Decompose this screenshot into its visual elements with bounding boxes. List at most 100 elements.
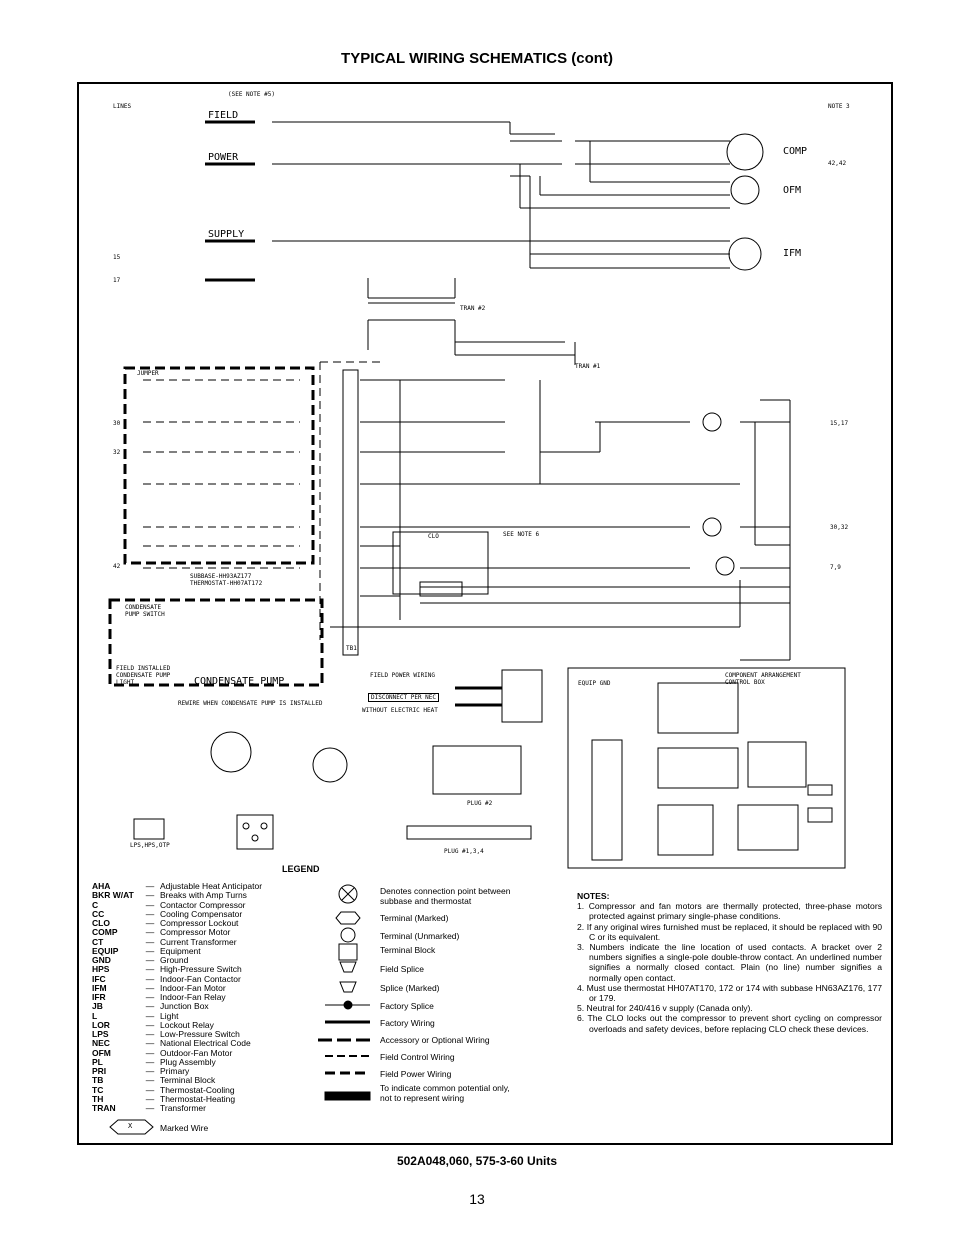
legend-abbr: CC [92,908,105,919]
legend-row: CT—Current Transformer [92,936,262,947]
legend-abbr: IFC [92,973,106,984]
legend-desc: Current Transformer [160,936,237,947]
legend-abbr: NEC [92,1038,110,1049]
legend-abbr: LOR [92,1019,110,1030]
legend-row: OFM—Outdoor-Fan Motor [92,1047,262,1058]
note-item: 3. Numbers indicate the line location of… [577,942,882,983]
subbase-label: SUBBASE-HH93AZ177 [190,573,252,580]
lines-label: LINES [113,103,132,110]
legend-abbr: AHA [92,881,111,891]
legend-desc: Adjustable Heat Anticipator [160,881,263,891]
row-number: 15 [113,254,121,261]
legend-desc: Breaks with Amp Turns [160,890,247,901]
row-number: 15,17 [830,420,849,427]
field-power-wiring-label: FIELD POWER WIRING [370,672,436,679]
legend-desc: Thermostat-Heating [160,1093,236,1104]
line-ref-label: 42,42 [828,160,847,167]
legend-desc: Thermostat-Cooling [160,1084,235,1095]
condensate-switch-label: CONDENSATE PUMP SWITCH [125,604,165,618]
plug2-label: PLUG #2 [467,800,493,807]
legend-abbr: COMP [92,927,118,938]
legend-desc: Compressor Motor [160,927,231,938]
lps-label: LPS,HPS,OTP [130,842,170,849]
legend-desc: Cooling Compensator [160,908,243,919]
power-label: POWER [208,152,239,163]
page-number: 13 [469,1191,485,1207]
legend-dash: — [145,881,155,891]
ifm-label: IFM [783,248,802,259]
legend-desc: Terminal Block [160,1075,216,1086]
legend-abbr: BKR W/AT [92,890,134,901]
legend-row: PRI—Primary [92,1066,262,1076]
component-arrangement-label: COMPONENT ARRANGEMENT CONTROL BOX [725,672,801,686]
legend-abbr: OFM [92,1047,111,1058]
legend-row: NEC—National Electrical Code [92,1038,262,1049]
ofm-label: OFM [783,185,802,196]
marked-wire-x: X [128,1122,133,1130]
legend-dash: — [145,1093,155,1104]
row-number: 17 [113,277,121,284]
supply-label: SUPPLY [208,229,245,240]
comp-label: COMP [783,146,808,157]
row-number: 42 [113,563,121,570]
symbol-desc: Field Splice [380,964,424,974]
legend-row: BKR W/AT—Breaks with Amp Turns [92,890,262,901]
symbol-desc: Splice (Marked) [380,983,440,993]
legend-abbr: GND [92,955,111,965]
legend-dash: — [145,908,155,919]
tran2-label: TRAN #2 [460,305,486,312]
legend-abbr: C [92,899,99,910]
clo-label: CLO [428,533,439,540]
legend-desc: Contactor Compressor [160,899,246,910]
symbol-desc: Field Control Wiring [380,1052,455,1062]
legend-dash: — [145,1066,155,1076]
legend-desc: Transformer [160,1103,206,1113]
field-label: FIELD [208,110,239,121]
legend-abbr: L [92,1010,98,1021]
legend-desc: Compressor Lockout [160,918,239,928]
legend-abbr: CLO [92,918,110,928]
legend-dash: — [145,927,155,938]
legend-desc: Plug Assembly [160,1056,216,1067]
legend-dash: — [145,1038,155,1049]
marked-wire-label: Marked Wire [160,1123,209,1133]
legend-desc: High-Pressure Switch [160,964,242,975]
symbol-desc: Terminal (Unmarked) [380,931,460,941]
note-item: 4. Must use thermostat HH07AT170, 172 or… [577,982,882,1004]
legend-desc: Indoor-Fan Relay [160,992,226,1002]
symbol-desc: Denotes connection point between subbase… [380,886,511,906]
legend-abbr: IFR [92,992,106,1002]
thermostat-label: THERMOSTAT-HH07AT172 [190,580,263,587]
row-number: 32 [113,449,121,456]
condensate-pump-label: CONDENSATE PUMP [194,676,285,687]
notes: NOTES: 1. Compressor and fan motors are … [577,891,882,1034]
row-number: 30 [113,420,121,427]
legend-row: EQUIP—Equipment [92,946,262,956]
see-note-label: (SEE NOTE #5) [228,91,275,98]
tran1-label: TRAN #1 [575,363,601,370]
legend-dash: — [145,1075,155,1086]
page-title: TYPICAL WIRING SCHEMATICS (cont) [341,50,613,67]
row-number: 7,9 [830,564,841,571]
legend-row: JB—Junction Box [92,1001,262,1012]
legend-desc: Low-Pressure Switch [160,1029,240,1039]
legend-row: TH — Thermostat-Heating [92,1093,262,1104]
legend-abbr: TC [92,1084,104,1095]
legend-abbr: TH [92,1093,104,1104]
tb1-label: TB1 [346,645,357,652]
legend-dash: — [145,973,155,984]
legend-row: LPS—Low-Pressure Switch [92,1029,262,1039]
legend-dash: — [145,1019,155,1030]
symbol-desc: Factory Wiring [380,1018,435,1028]
legend-abbr: PL [92,1056,103,1067]
disconnect-label: DISCONNECT PER NEC [368,693,440,702]
legend-dash: — [145,936,155,947]
legend-dash: — [145,1103,155,1113]
legend-desc: Indoor-Fan Motor [160,982,226,993]
legend-row: IFR—Indoor-Fan Relay [92,992,262,1002]
equip-gnd-label: EQUIP GND [578,680,611,687]
legend-abbr: HPS [92,964,110,975]
legend-abbr: JB [92,1001,103,1012]
